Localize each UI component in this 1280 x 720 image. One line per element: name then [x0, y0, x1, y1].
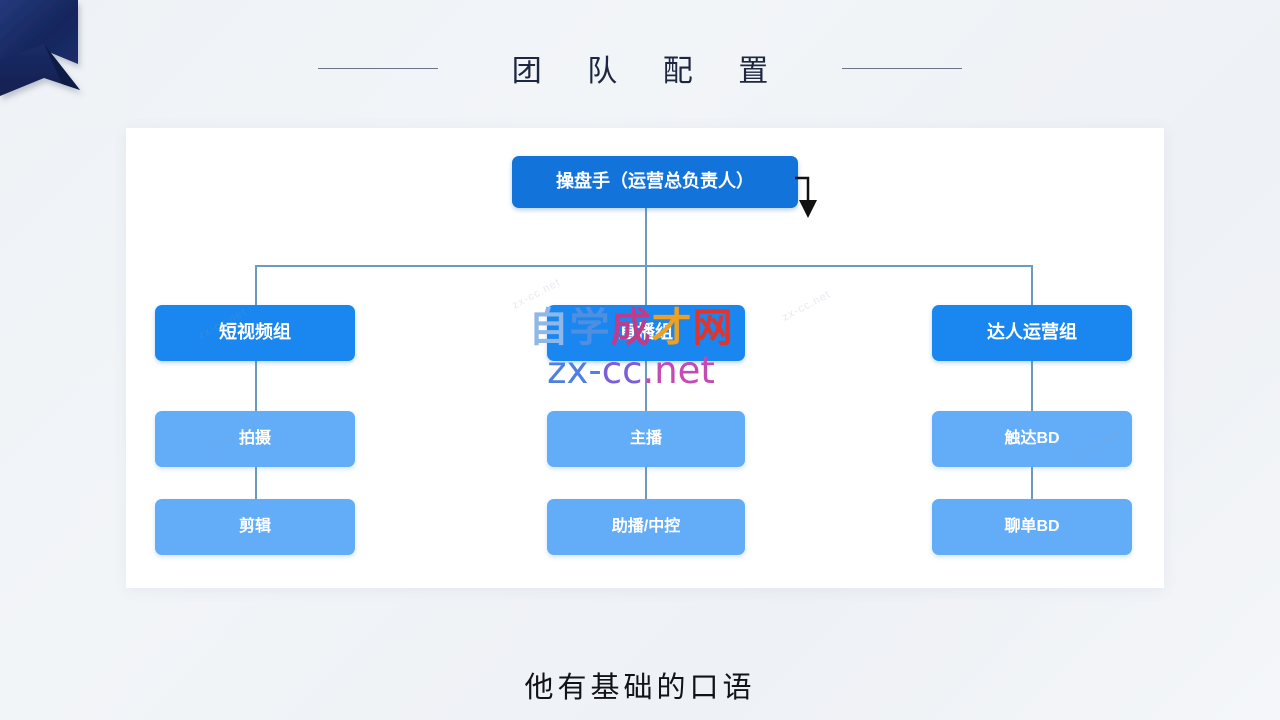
connector-drop-col-2	[645, 265, 647, 305]
node-leaf-chat-bd[interactable]: 聊单BD	[932, 499, 1132, 555]
slide-header: 团 队 配 置	[0, 38, 1280, 98]
arrow-down-icon	[795, 176, 817, 218]
connector-col-2-leaf-1	[645, 361, 647, 411]
node-leaf-editing[interactable]: 剪辑	[155, 499, 355, 555]
connector-root-stem	[645, 208, 647, 266]
drag-arrow-indicator[interactable]	[794, 176, 822, 220]
connector-drop-col-1	[255, 265, 257, 305]
org-chart: 操盘手（运营总负责人） 短视频组 拍摄 剪辑 直播组 主播 助播/中控 达人运营…	[126, 128, 1164, 588]
connector-col-2-leaf-2	[645, 467, 647, 499]
node-group-influencer-ops[interactable]: 达人运营组	[932, 305, 1132, 361]
node-group-short-video[interactable]: 短视频组	[155, 305, 355, 361]
subtitle-caption: 他有基础的口语	[524, 670, 756, 704]
node-leaf-host[interactable]: 主播	[547, 411, 745, 467]
connector-col-3-leaf-2	[1031, 467, 1033, 499]
connector-drop-col-3	[1031, 265, 1033, 305]
node-leaf-outreach-bd[interactable]: 触达BD	[932, 411, 1132, 467]
corner-ribbon-decoration	[0, 0, 120, 120]
node-leaf-co-host-control[interactable]: 助播/中控	[547, 499, 745, 555]
title-rule-left	[317, 67, 438, 69]
node-root-operations-lead[interactable]: 操盘手（运营总负责人）	[512, 156, 798, 208]
node-group-livestream[interactable]: 直播组	[547, 305, 745, 361]
ribbon-icon	[0, 0, 80, 96]
node-leaf-shooting[interactable]: 拍摄	[155, 411, 355, 467]
connector-horizontal-bus	[255, 265, 1032, 267]
connector-col-1-leaf-1	[255, 361, 257, 411]
page-title: 团 队 配 置	[511, 54, 787, 89]
connector-col-3-leaf-1	[1031, 361, 1033, 411]
title-rule-right	[842, 67, 963, 69]
connector-col-1-leaf-2	[255, 467, 257, 499]
